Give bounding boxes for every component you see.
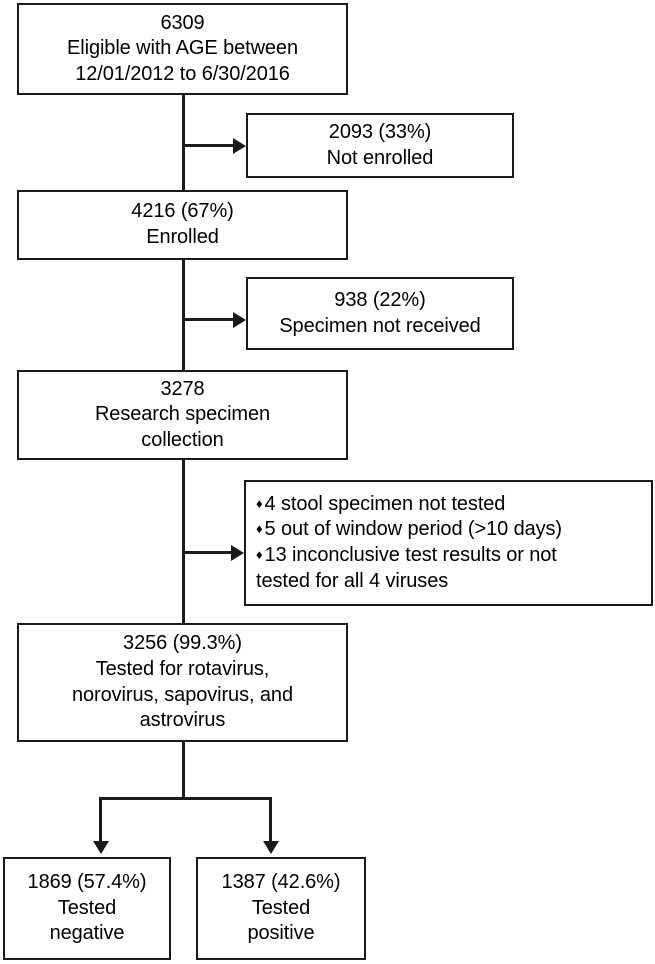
- node-tested-positive-line-1: 1387 (42.6%): [221, 871, 341, 894]
- node-research-specimen-line-3: collection: [141, 428, 224, 451]
- node-eligible: 6309 Eligible with AGE between 12/01/201…: [17, 3, 348, 95]
- node-research-specimen-line-1: 3278: [160, 377, 205, 400]
- node-eligible-line-3: 12/01/2012 to 6/30/2016: [75, 62, 290, 85]
- connector-eligible-to-enrolled: [182, 95, 185, 191]
- exclusion-item-1-text: 4 stool specimen not tested: [264, 492, 506, 515]
- arrowhead-specimen-not-received: [233, 312, 246, 328]
- node-tested-positive-line-3: positive: [247, 922, 315, 945]
- arrowhead-tested-positive: [263, 841, 279, 854]
- connector-tested-stem: [182, 742, 185, 800]
- node-eligible-line-1: 6309: [160, 11, 205, 34]
- connector-to-tested-positive: [269, 797, 272, 843]
- node-tested-negative-line-3: negative: [49, 922, 125, 945]
- node-tested-positive: 1387 (42.6%) Tested positive: [196, 857, 366, 960]
- node-tested-negative-line-1: 1869 (57.4%): [27, 871, 147, 894]
- exclusion-item-2-text: 5 out of window period (>10 days): [264, 518, 563, 541]
- node-tested-negative-line-2: Tested: [57, 896, 117, 919]
- node-enrolled-line-2: Enrolled: [146, 226, 219, 248]
- node-tested: 3256 (99.3%) Tested for rotavirus, norov…: [17, 623, 348, 742]
- connector-branch-specimen-not-received: [182, 318, 236, 321]
- connector-enrolled-to-research-specimen: [182, 260, 185, 371]
- exclusion-item-3-continuation: tested for all 4 viruses: [256, 569, 449, 592]
- node-not-enrolled-line-1: 2093 (33%): [328, 120, 432, 143]
- exclusion-item-3: ♦13 inconclusive test results or not: [256, 543, 643, 569]
- node-tested-line-3: norovirus, sapovirus, and: [72, 683, 293, 706]
- diamond-bullet-icon: ♦: [256, 546, 263, 562]
- node-eligible-line-2: Eligible with AGE between: [67, 37, 298, 60]
- diamond-bullet-icon: ♦: [256, 495, 263, 511]
- exclusion-bullet-list: ♦4 stool specimen not tested ♦5 out of w…: [256, 492, 643, 594]
- node-specimen-not-received-line-2: Specimen not received: [279, 314, 481, 337]
- node-research-specimen: 3278 Research specimen collection: [17, 370, 348, 460]
- exclusion-item-1: ♦4 stool specimen not tested: [256, 492, 643, 518]
- exclusion-item-3-text: 13 inconclusive test results or not: [264, 544, 557, 566]
- connector-branch-not-enrolled: [182, 144, 236, 147]
- node-enrolled-line-1: 4216 (67%): [131, 200, 234, 223]
- connector-research-specimen-to-tested: [182, 460, 185, 624]
- node-tested-line-4: astrovirus: [139, 709, 226, 732]
- arrowhead-exclusions: [231, 545, 244, 561]
- exclusion-item-2: ♦5 out of window period (>10 days): [256, 517, 643, 543]
- node-not-enrolled-line-2: Not enrolled: [326, 146, 434, 169]
- arrowhead-not-enrolled: [233, 138, 246, 154]
- node-tested-positive-line-2: Tested: [251, 896, 311, 919]
- node-tested-line-1: 3256 (99.3%): [123, 632, 242, 655]
- diamond-bullet-icon: ♦: [256, 521, 263, 537]
- node-research-specimen-line-2: Research specimen: [94, 403, 271, 426]
- arrowhead-tested-negative: [93, 841, 109, 854]
- connector-split-bar: [99, 797, 272, 800]
- node-tested-negative: 1869 (57.4%) Tested negative: [3, 857, 171, 960]
- connector-branch-exclusions: [182, 551, 234, 554]
- node-specimen-not-received: 938 (22%) Specimen not received: [246, 277, 514, 350]
- node-enrolled: 4216 (67%) Enrolled: [17, 190, 348, 260]
- node-not-enrolled: 2093 (33%) Not enrolled: [246, 113, 514, 178]
- node-tested-line-2: Tested for rotavirus,: [95, 657, 270, 680]
- connector-to-tested-negative: [99, 797, 102, 843]
- node-specimen-not-received-line-1: 938 (22%): [334, 288, 426, 311]
- node-exclusions: ♦4 stool specimen not tested ♦5 out of w…: [244, 480, 653, 606]
